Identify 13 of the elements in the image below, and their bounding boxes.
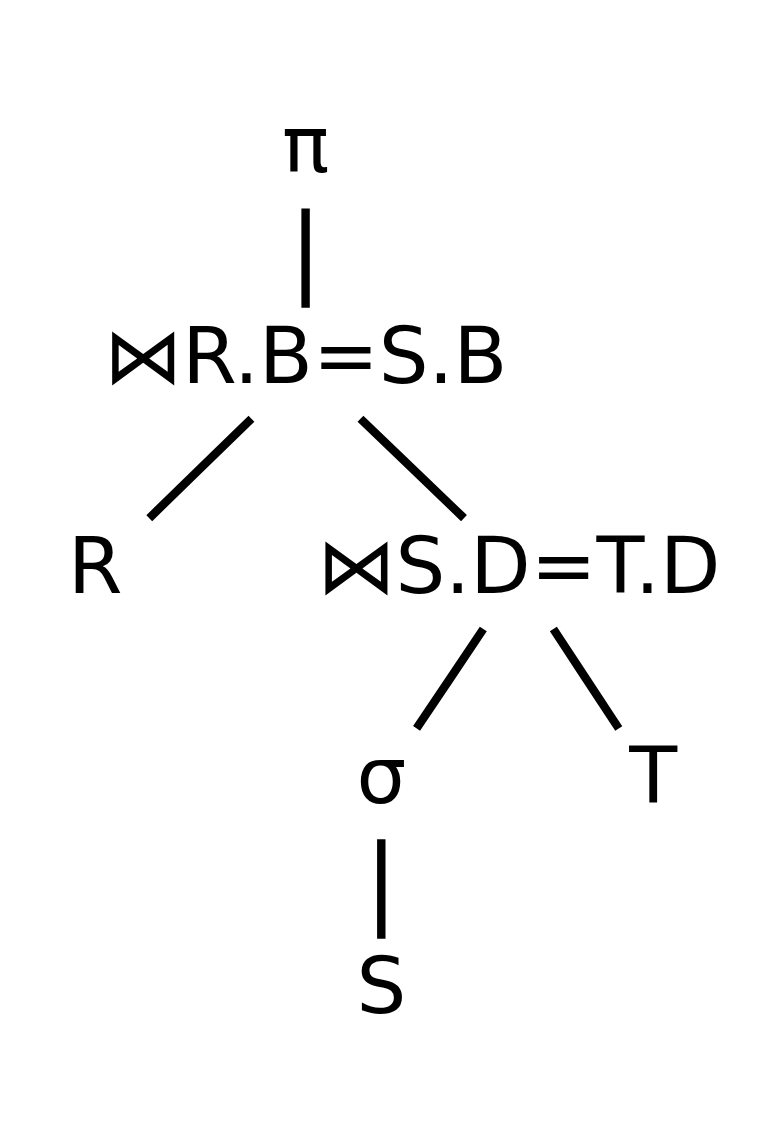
connector (413, 626, 487, 731)
node-text: S (356, 939, 407, 1032)
node-text: ⋈R.B=S.B (103, 309, 508, 402)
node-text: ⋈S.D=T.D (316, 519, 721, 612)
connector (146, 415, 255, 521)
connector (549, 626, 623, 731)
node-text: σ (356, 729, 407, 822)
connector (377, 838, 386, 939)
node-text: T (629, 729, 678, 822)
node-text: R (68, 519, 123, 612)
connector (301, 207, 310, 308)
node-text: π (281, 98, 330, 191)
connector (357, 415, 467, 521)
